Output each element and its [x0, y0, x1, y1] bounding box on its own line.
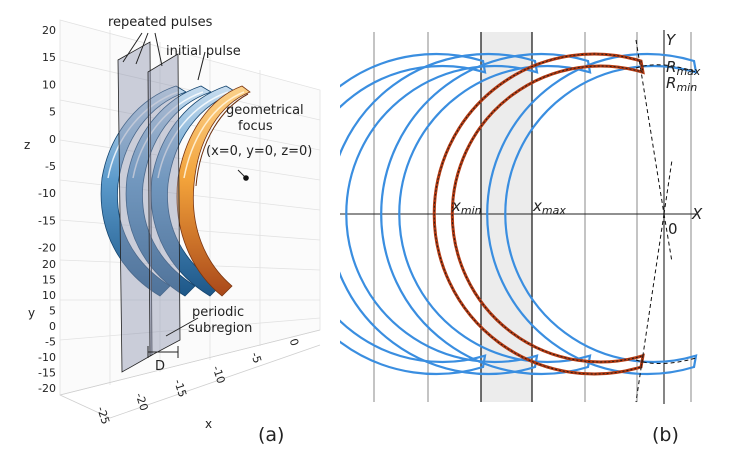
initial-pulse-label: initial pulse — [166, 44, 241, 59]
periodic-label-line2: subregion — [188, 321, 252, 336]
focus-label-line2: focus — [238, 119, 273, 134]
blue-pulse-shell — [340, 52, 487, 376]
panel-a: repeated pulses initial pulse geometrica… — [24, 15, 321, 446]
y-tick-label: 15 — [42, 274, 56, 287]
y-tick-label: 5 — [49, 305, 56, 318]
y-axis-title: y — [28, 306, 35, 320]
periodic-planes — [117, 41, 181, 373]
focus-label-line1: geometrical — [226, 103, 304, 118]
shell-highlight — [132, 91, 204, 179]
blue-pulse-shells — [340, 52, 698, 376]
y-tick-label: -15 — [38, 367, 56, 380]
x-min-label: xmin — [451, 197, 482, 217]
y-axis-ticks: 20 15 10 5 0 -5 -10 -15 -20 — [38, 258, 56, 395]
blue-pulse-shell — [380, 52, 592, 376]
x-axis-label: X — [691, 205, 703, 223]
vertical-guides — [373, 32, 692, 402]
z-tick-label: 5 — [49, 106, 56, 119]
panel-b-tag: (b) — [652, 424, 679, 446]
x-tick-label: -10 — [210, 364, 228, 385]
panel-b: Y X 0 Rmax Rmin xmin xmax (b) — [340, 30, 703, 446]
focus-label-line3: (x=0, y=0, z=0) — [206, 144, 312, 159]
initial-pulse-shell — [176, 85, 251, 297]
annotation-lines — [122, 32, 247, 358]
y-axis-label: Y — [666, 31, 677, 49]
z-tick-label: 0 — [49, 133, 56, 146]
x-tick-label: -15 — [171, 378, 189, 399]
z-tick-label: -15 — [38, 214, 56, 227]
initial-pulse-2d — [432, 52, 645, 376]
x-tick-label: -20 — [133, 391, 151, 412]
x-axis-ticks: -25 -20 -15 -10 -5 0 — [94, 337, 301, 426]
origin-label: 0 — [668, 220, 678, 238]
y-tick-label: -5 — [45, 336, 56, 349]
z-axis-ticks: 20 15 10 5 0 -5 -10 -15 -20 — [38, 24, 56, 255]
r-min-label: Rmin — [666, 74, 697, 94]
y-tick-label: 10 — [42, 289, 56, 302]
geometrical-focus-point — [243, 175, 249, 181]
y-tick-label: 20 — [42, 258, 56, 271]
z-tick-label: -5 — [45, 160, 56, 173]
z-tick-label: -20 — [38, 242, 56, 255]
z-tick-label: 10 — [42, 78, 56, 91]
panel-a-tag: (a) — [258, 424, 284, 446]
x-max-label: xmax — [532, 197, 566, 217]
shell-highlight — [157, 91, 229, 179]
shell-highlight — [107, 91, 179, 179]
periodic-plane — [117, 41, 153, 373]
r-max-label: Rmax — [666, 58, 701, 78]
periodic-label-line1: periodic — [192, 305, 244, 320]
z-tick-label: -10 — [38, 187, 56, 200]
x-tick-label: -5 — [248, 351, 264, 365]
y-tick-label: -10 — [38, 351, 56, 364]
y-tick-label: 0 — [49, 320, 56, 333]
period-d-label: D — [155, 359, 165, 374]
blue-pulse-shell — [486, 52, 698, 376]
periodic-plane — [147, 53, 181, 357]
x-tick-label: -25 — [94, 405, 112, 426]
z-tick-label: 20 — [42, 24, 56, 37]
z-axis-title: z — [24, 138, 30, 152]
z-tick-label: 15 — [42, 51, 56, 64]
dashed-construction-lines — [635, 39, 697, 403]
x-axis-title: x — [205, 417, 212, 431]
repeated-pulses-label: repeated pulses — [108, 15, 213, 30]
repeated-pulse-shells — [100, 85, 237, 297]
y-tick-label: -20 — [38, 382, 56, 395]
x-tick-label: 0 — [287, 337, 302, 348]
blue-pulse-shell — [340, 52, 539, 376]
